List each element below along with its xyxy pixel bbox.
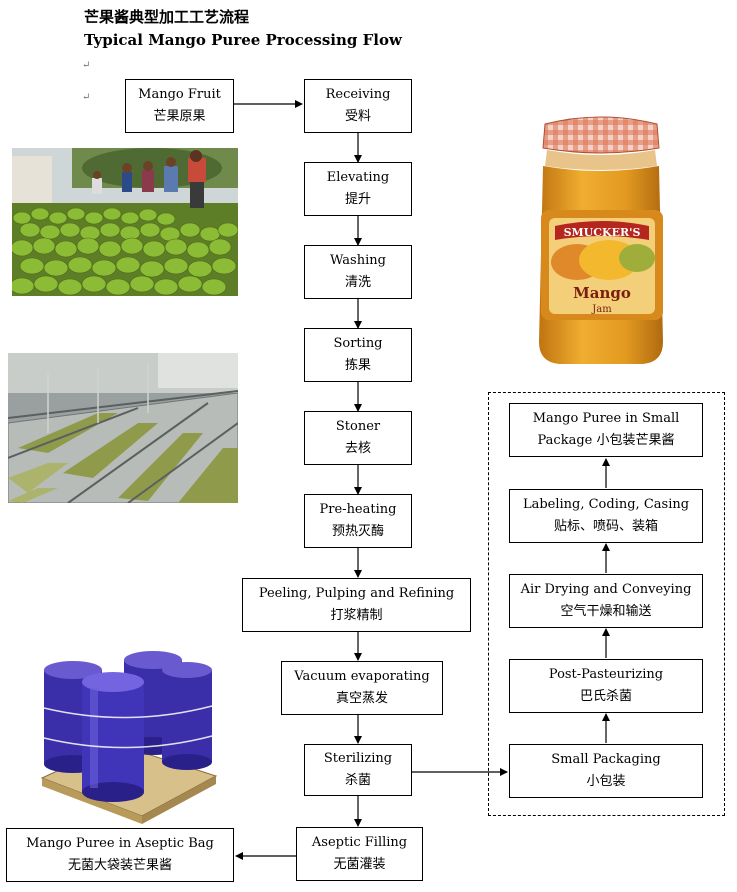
step-label-en: Mango Puree in Small — [532, 411, 680, 426]
step-washing: Washing 清洗 — [304, 245, 412, 299]
step-aseptic-bag: Mango Puree in Aseptic Bag 无菌大袋装芒果酱 — [6, 828, 234, 882]
step-label-cn: 拣果 — [344, 358, 371, 373]
step-mango-fruit: Mango Fruit 芒果原果 — [125, 79, 234, 133]
small-packaging-group — [488, 392, 725, 816]
step-label-en: Mango Puree in Aseptic Bag — [26, 836, 214, 851]
step-label-cn: 真空蒸发 — [335, 691, 388, 706]
step-label-en: Labeling, Coding, Casing — [522, 497, 690, 512]
step-label-en: Receiving — [325, 87, 391, 102]
step-label-en: Mango Fruit — [138, 87, 221, 102]
paragraph-mark: ↵ — [82, 60, 91, 71]
step-preheating: Pre-heating 预热灭酶 — [304, 494, 412, 548]
processing-line-photo — [8, 353, 238, 503]
step-label-en: Sterilizing — [323, 751, 393, 766]
step-label-en: Sorting — [333, 336, 383, 351]
step-sterilizing: Sterilizing 杀菌 — [304, 744, 412, 796]
step-small-packaging: Small Packaging 小包装 — [509, 744, 703, 798]
step-label-cn: 无菌大袋装芒果酱 — [67, 858, 172, 873]
step-label-cn: 打浆精制 — [330, 608, 383, 623]
step-peeling-pulping-refining: Peeling, Pulping and Refining 打浆精制 — [242, 578, 471, 632]
step-label-cn: 去核 — [344, 441, 371, 456]
step-post-pasteurizing: Post-Pasteurizing 巴氏杀菌 — [509, 659, 703, 713]
step-aseptic-filling: Aseptic Filling 无菌灌装 — [296, 827, 423, 881]
step-label-cn: 预热灭酶 — [331, 524, 384, 539]
mango-jam-jar-photo: SMUCKER'S Mango Jam — [533, 110, 669, 366]
step-stoner: Stoner 去核 — [304, 411, 412, 465]
step-receiving: Receiving 受料 — [304, 79, 412, 133]
jar-product-text: Mango — [573, 284, 631, 302]
step-air-drying-conveying: Air Drying and Conveying 空气干燥和输送 — [509, 574, 703, 628]
step-label-en: Washing — [330, 253, 386, 268]
page-title-chinese: 芒果酱典型加工工艺流程 — [84, 8, 250, 26]
step-label-cn: 空气干燥和输送 — [560, 604, 652, 619]
mango-harvest-photo — [12, 148, 238, 296]
step-label-cn: 清洗 — [344, 275, 371, 290]
step-label-en: Post-Pasteurizing — [548, 667, 664, 682]
paragraph-mark: ↵ — [82, 92, 91, 103]
step-elevating: Elevating 提升 — [304, 162, 412, 216]
step-label-en: Stoner — [335, 419, 381, 434]
step-label-cn: 无菌灌装 — [333, 857, 386, 872]
step-label-cn: 芒果原果 — [153, 109, 206, 124]
step-label-en: Air Drying and Conveying — [520, 582, 692, 597]
step-label-cn: 杀菌 — [344, 773, 371, 788]
page-title-english: Typical Mango Puree Processing Flow — [84, 31, 402, 49]
step-sorting: Sorting 拣果 — [304, 328, 412, 382]
step-label-cn: Package 小包装芒果酱 — [537, 433, 675, 448]
step-labeling-coding-casing: Labeling, Coding, Casing 贴标、喷码、装箱 — [509, 489, 703, 543]
step-label-cn: 贴标、喷码、装箱 — [553, 519, 658, 534]
step-label-en: Small Packaging — [551, 752, 661, 767]
step-label-en: Aseptic Filling — [311, 835, 408, 850]
jar-type-text: Jam — [591, 304, 612, 315]
step-small-package-puree: Mango Puree in Small Package 小包装芒果酱 — [509, 403, 703, 457]
step-label-cn: 小包装 — [586, 774, 626, 789]
step-label-cn: 提升 — [344, 192, 371, 207]
aseptic-barrels-photo — [38, 648, 220, 826]
step-label-en: Pre-heating — [319, 502, 397, 517]
step-label-en: Vacuum evaporating — [294, 669, 430, 684]
step-label-en: Elevating — [326, 170, 390, 185]
step-label-cn: 巴氏杀菌 — [579, 689, 632, 704]
step-label-en: Peeling, Pulping and Refining — [258, 586, 455, 601]
jar-brand-text: SMUCKER'S — [564, 226, 641, 239]
step-vacuum-evaporating: Vacuum evaporating 真空蒸发 — [281, 661, 443, 715]
step-label-cn: 受料 — [344, 109, 371, 124]
